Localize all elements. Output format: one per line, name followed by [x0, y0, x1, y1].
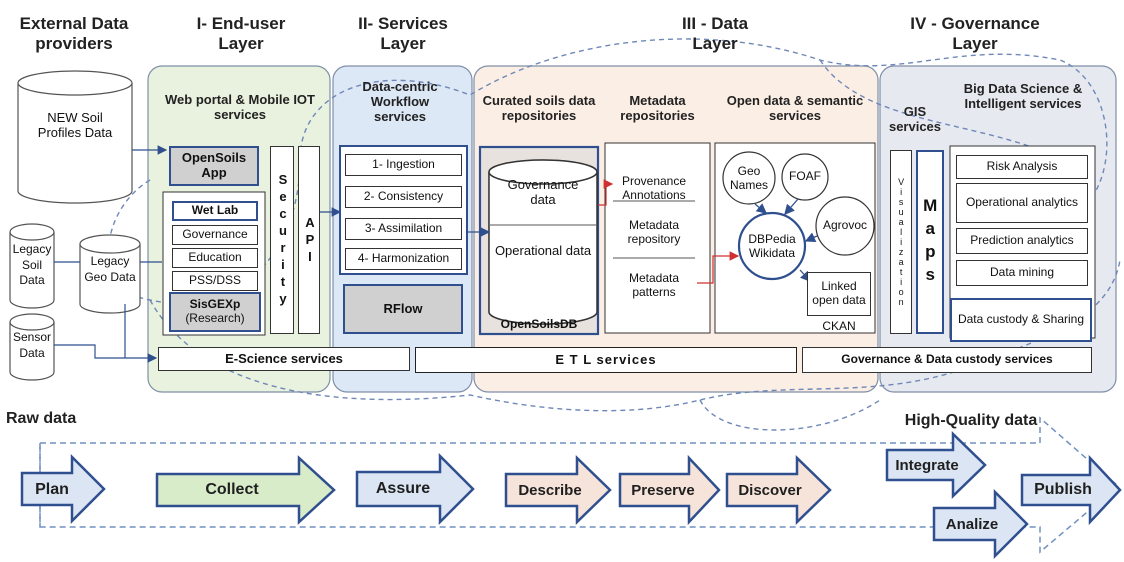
analize-arrow	[932, 488, 1029, 560]
metadata-patterns-label: Metadata patterns	[628, 271, 680, 299]
opensoilsdb-label: OpenSoilsDB	[500, 317, 578, 331]
linked-open-data-box: Linked open data	[807, 272, 871, 316]
sisgexp-box: SisGEXp (Research)	[169, 292, 261, 332]
sensor-data-label: Sensor Data	[12, 330, 52, 360]
analize-step-label: Analize	[945, 515, 999, 533]
discover-step-label: Discover	[738, 481, 802, 499]
preserve-arrow	[618, 454, 721, 526]
dbpedia-circle	[737, 211, 807, 281]
sensor-db-top	[9, 313, 55, 331]
raw-data-label: Raw data	[6, 410, 77, 427]
metadata-panel	[604, 142, 711, 334]
data-layer-header: III - Data Layer	[681, 14, 749, 53]
visualization-label: Visualization	[896, 177, 907, 307]
opensoils-app-box: OpenSoils App	[169, 146, 259, 186]
gis-services-heading: GIS services	[888, 104, 942, 134]
geonames-label: Geo Names	[729, 164, 768, 192]
sensor-db-shape	[9, 322, 55, 381]
dbpedia-label: DBPedia Wikidata	[748, 232, 796, 260]
lifecycle-step-arrows	[20, 431, 1122, 560]
operational-analytics-box: Operational analytics	[956, 183, 1088, 223]
connectors	[54, 145, 491, 363]
operational-data-label: Operational data	[494, 243, 592, 258]
governance-box: Governance	[172, 225, 258, 245]
end-user-layer-header: I- End-user Layer	[196, 14, 286, 53]
integrate-arrow	[885, 431, 987, 499]
workflow-step-consistency: 2- Consistency	[345, 186, 462, 208]
legacy-geo-db-shape	[79, 244, 141, 314]
publish-step-label: Publish	[1034, 481, 1092, 498]
rflow-box: RFlow	[343, 284, 463, 334]
services-layer-header: II- Services Layer	[358, 14, 448, 53]
security-label: Security	[275, 172, 291, 308]
preserve-step-label: Preserve	[631, 481, 695, 499]
semantic-nodes	[722, 151, 875, 281]
foaf-circle	[781, 153, 829, 201]
describe-step-label: Describe	[518, 481, 582, 499]
data-custody-box: Data custody & Sharing	[950, 298, 1092, 342]
agrovoc-circle	[815, 196, 875, 256]
api-box: API	[298, 146, 320, 334]
governance-layer-header: IV - Governance Layer	[910, 14, 1040, 53]
legacy-soil-label: Legacy Soil Data	[12, 242, 52, 288]
security-box: Security	[270, 146, 294, 334]
agrovoc-label: Agrovoc	[822, 218, 868, 232]
maps-box: Maps	[916, 150, 944, 334]
assure-step-label: Assure	[375, 480, 431, 497]
metadata-repository-label: Metadata repository	[627, 218, 681, 246]
new-soil-db-top	[17, 70, 133, 96]
workflow-step-ingestion: 1- Ingestion	[345, 154, 462, 176]
api-label: API	[302, 214, 318, 266]
prediction-analytics-box: Prediction analytics	[956, 228, 1088, 254]
new-soil-db-shape	[17, 83, 133, 204]
collect-step-label: Collect	[205, 481, 259, 498]
legacy-soil-db-shape	[9, 232, 55, 309]
governance-data-label: Governance data	[507, 177, 579, 207]
sisgexp-label: SisGEXp	[189, 297, 241, 312]
collect-arrow	[155, 455, 336, 525]
sisgexp-research-label: (Research)	[185, 311, 245, 325]
bigdata-heading: Big Data Science & Intelligent services	[963, 81, 1083, 111]
high-quality-data-label: High-Quality data	[904, 412, 1038, 429]
red-connectors	[598, 179, 740, 284]
metadata-repos-heading: Metadata repositories	[620, 93, 695, 123]
lifecycle-big-arrow	[39, 416, 1120, 554]
escience-services-bar: E-Science services	[158, 347, 410, 371]
workflow-step-assimilation: 3- Assimilation	[345, 218, 462, 240]
workflow-step-harmonization: 4- Harmonization	[345, 248, 462, 270]
web-portal-heading: Web portal & Mobile IOT services	[165, 92, 315, 122]
plan-step-label: Plan	[35, 481, 69, 498]
education-box: Education	[172, 248, 258, 268]
curated-repos-heading: Curated soils data repositories	[482, 93, 596, 123]
integrate-step-label: Integrate	[895, 456, 959, 474]
publish-arrow	[1020, 454, 1122, 526]
risk-analysis-box: Risk Analysis	[956, 155, 1088, 179]
wet-lab-box: Wet Lab	[172, 201, 258, 221]
workflow-heading: Data-centric Workflow services	[362, 79, 438, 124]
legacy-geo-label: Legacy Geo Data	[84, 254, 136, 284]
describe-arrow	[504, 455, 612, 525]
ckan-label: CKAN	[822, 319, 856, 333]
plan-arrow	[20, 453, 106, 525]
pss-dss-box: PSS/DSS	[172, 271, 258, 291]
etl-services-bar: E T L services	[415, 347, 797, 373]
foaf-label: FOAF	[789, 169, 821, 183]
assure-arrow	[355, 452, 475, 526]
maps-label: Maps	[920, 196, 940, 288]
new-soil-profiles-label: NEW Soil Profiles Data	[37, 110, 113, 140]
geonames-circle	[722, 151, 776, 205]
visualization-box: Visualization	[890, 150, 912, 334]
legacy-geo-db-top	[79, 234, 141, 254]
discover-arrow	[725, 455, 832, 525]
external-providers-header: External Data providers	[19, 14, 129, 53]
legacy-soil-db-top	[9, 223, 55, 241]
provenance-annotations-label: Provenance Annotations	[621, 174, 687, 202]
data-mining-box: Data mining	[956, 260, 1088, 286]
governance-services-bar: Governance & Data custody services	[802, 347, 1092, 373]
open-data-heading: Open data & semantic services	[726, 93, 864, 123]
